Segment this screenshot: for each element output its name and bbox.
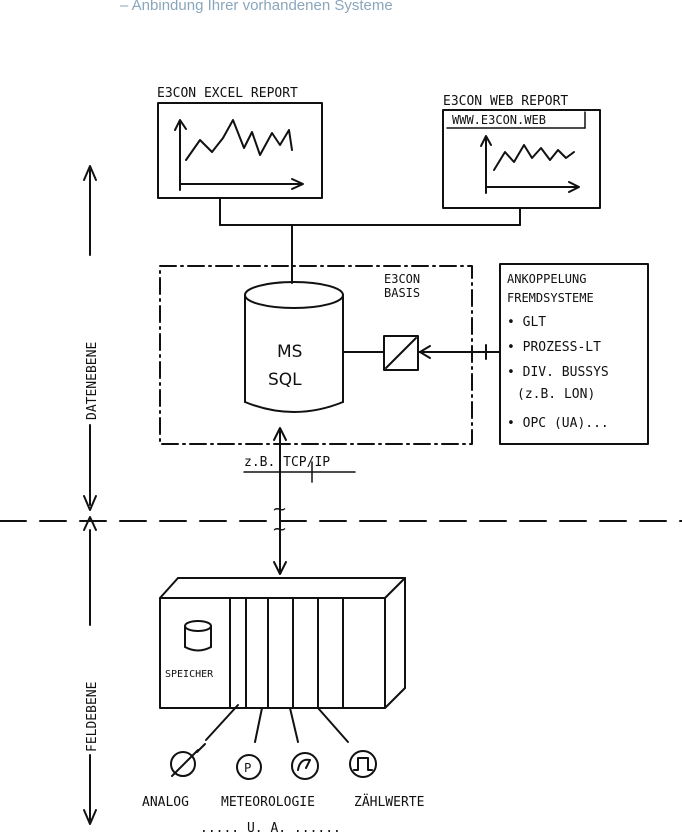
basis-title-line1: E3CON bbox=[384, 272, 420, 286]
field-level-label: FELDEBENE bbox=[85, 682, 100, 752]
interface-converter bbox=[342, 335, 501, 371]
basis-frame bbox=[159, 265, 473, 445]
meteorology-gauge-icon bbox=[291, 752, 319, 780]
web-report-frame bbox=[442, 109, 601, 209]
controller-device bbox=[159, 577, 406, 709]
header-bullet-text: – Anbindung Ihrer vorhandenen Systeme bbox=[120, 0, 393, 14]
level-axis bbox=[83, 165, 97, 825]
foreign-systems-box bbox=[499, 263, 649, 445]
foreign-systems-title-line2: FREMDSYSTEME bbox=[507, 291, 594, 305]
meteorology-label: METEOROLOGIE bbox=[221, 795, 315, 810]
web-report-chart-icon bbox=[480, 135, 580, 194]
foreign-systems-item: • PROZESS-LT bbox=[507, 340, 601, 355]
database-label-line1: MS bbox=[277, 342, 302, 362]
foreign-systems-title-line1: ANKOPPELUNG bbox=[507, 272, 586, 286]
web-report-url: WWW.E3CON.WEB bbox=[452, 113, 546, 127]
excel-report-chart-icon bbox=[174, 119, 304, 191]
memory-icon bbox=[184, 620, 212, 652]
counter-sensor-icon bbox=[349, 750, 377, 778]
foreign-systems-item: • DIV. BUSSYS bbox=[507, 365, 609, 380]
excel-report-title: E3CON EXCEL REPORT bbox=[157, 86, 298, 101]
meteorology-sensor-icon: P bbox=[236, 754, 262, 780]
tcp-connection bbox=[243, 427, 356, 575]
database-label-line2: SQL bbox=[268, 370, 302, 390]
memory-label: SPEICHER bbox=[165, 669, 214, 680]
foreign-systems-item: • OPC (UA)... bbox=[507, 416, 609, 431]
analog-sensor-icon bbox=[170, 743, 206, 777]
tcp-break-symbol: ~ bbox=[272, 519, 287, 540]
excel-report: E3CON EXCEL REPORT bbox=[157, 86, 323, 199]
web-report-title: E3CON WEB REPORT bbox=[443, 94, 568, 109]
sensor-wires bbox=[205, 704, 349, 743]
foreign-systems-item: (z.B. LON) bbox=[517, 387, 595, 402]
etc-label: ..... U. A. ...... bbox=[200, 821, 341, 835]
report-connector bbox=[219, 197, 521, 284]
basis-title-line2: BASIS bbox=[384, 286, 420, 300]
meteorology-p-symbol: P bbox=[244, 761, 251, 775]
data-level-label: DATENEBENE bbox=[85, 342, 100, 420]
tcp-label: z.B. TCP/IP bbox=[244, 455, 330, 470]
counter-label: ZÄHLWERTE bbox=[354, 794, 424, 810]
web-report: E3CON WEB REPORT WWW.E3CON.WEB bbox=[442, 94, 601, 209]
database-cylinder bbox=[244, 281, 344, 413]
foreign-systems-item: • GLT bbox=[507, 315, 546, 330]
excel-report-frame bbox=[157, 102, 323, 199]
analog-label: ANALOG bbox=[142, 795, 189, 810]
tcp-break-symbol: ~ bbox=[272, 499, 287, 520]
